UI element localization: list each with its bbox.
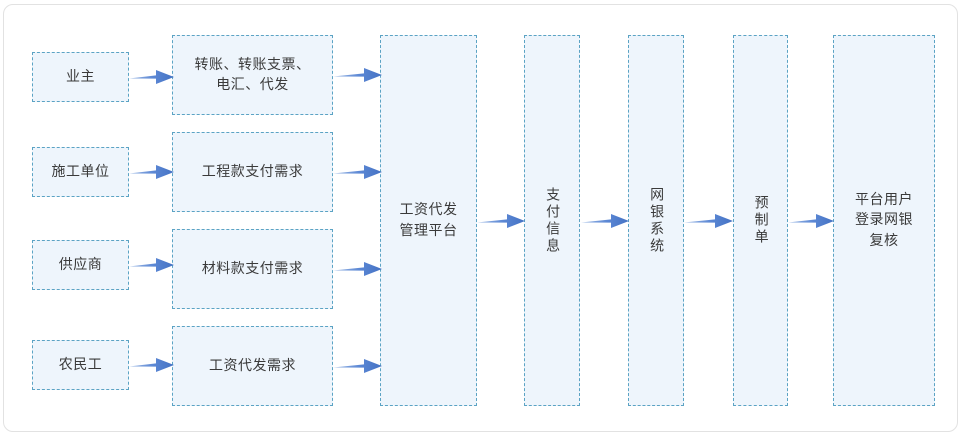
node-ebank-system-label: 网银系统 (648, 186, 665, 255)
node-construction-unit[interactable]: 施工单位 (32, 147, 129, 197)
node-migrant-worker-label: 农民工 (58, 356, 103, 373)
node-project-payment-demand-label: 工程款支付需求 (201, 163, 304, 180)
node-ebank-system[interactable]: 网银系统 (628, 35, 684, 406)
node-platform-user-review[interactable]: 平台用户 登录网银 复核 (833, 35, 935, 406)
diagram-frame (3, 4, 958, 432)
node-prefab-order-label: 预制单 (752, 195, 769, 246)
node-salary-platform[interactable]: 工资代发 管理平台 (380, 35, 477, 406)
node-project-payment-demand[interactable]: 工程款支付需求 (172, 132, 333, 212)
node-payment-info[interactable]: 支付信息 (524, 35, 580, 406)
node-material-payment-demand-label: 材料款支付需求 (201, 260, 304, 277)
node-payment-info-label: 支付信息 (544, 186, 561, 255)
node-transfer-methods[interactable]: 转账、转账支票、 电汇、代发 (172, 35, 333, 115)
node-owner-label: 业主 (66, 68, 95, 85)
node-platform-user-review-label: 平台用户 登录网银 复核 (855, 192, 913, 249)
node-salary-payment-demand-label: 工资代发需求 (209, 357, 296, 374)
node-material-payment-demand[interactable]: 材料款支付需求 (172, 229, 333, 309)
node-construction-unit-label: 施工单位 (51, 163, 110, 180)
node-prefab-order[interactable]: 预制单 (733, 35, 788, 406)
node-salary-payment-demand[interactable]: 工资代发需求 (172, 326, 333, 406)
node-supplier[interactable]: 供应商 (32, 240, 129, 290)
node-supplier-label: 供应商 (58, 256, 103, 273)
node-migrant-worker[interactable]: 农民工 (32, 340, 129, 390)
node-salary-platform-label: 工资代发 管理平台 (399, 202, 458, 239)
node-transfer-methods-label: 转账、转账支票、 电汇、代发 (194, 56, 311, 93)
node-owner[interactable]: 业主 (32, 52, 129, 102)
